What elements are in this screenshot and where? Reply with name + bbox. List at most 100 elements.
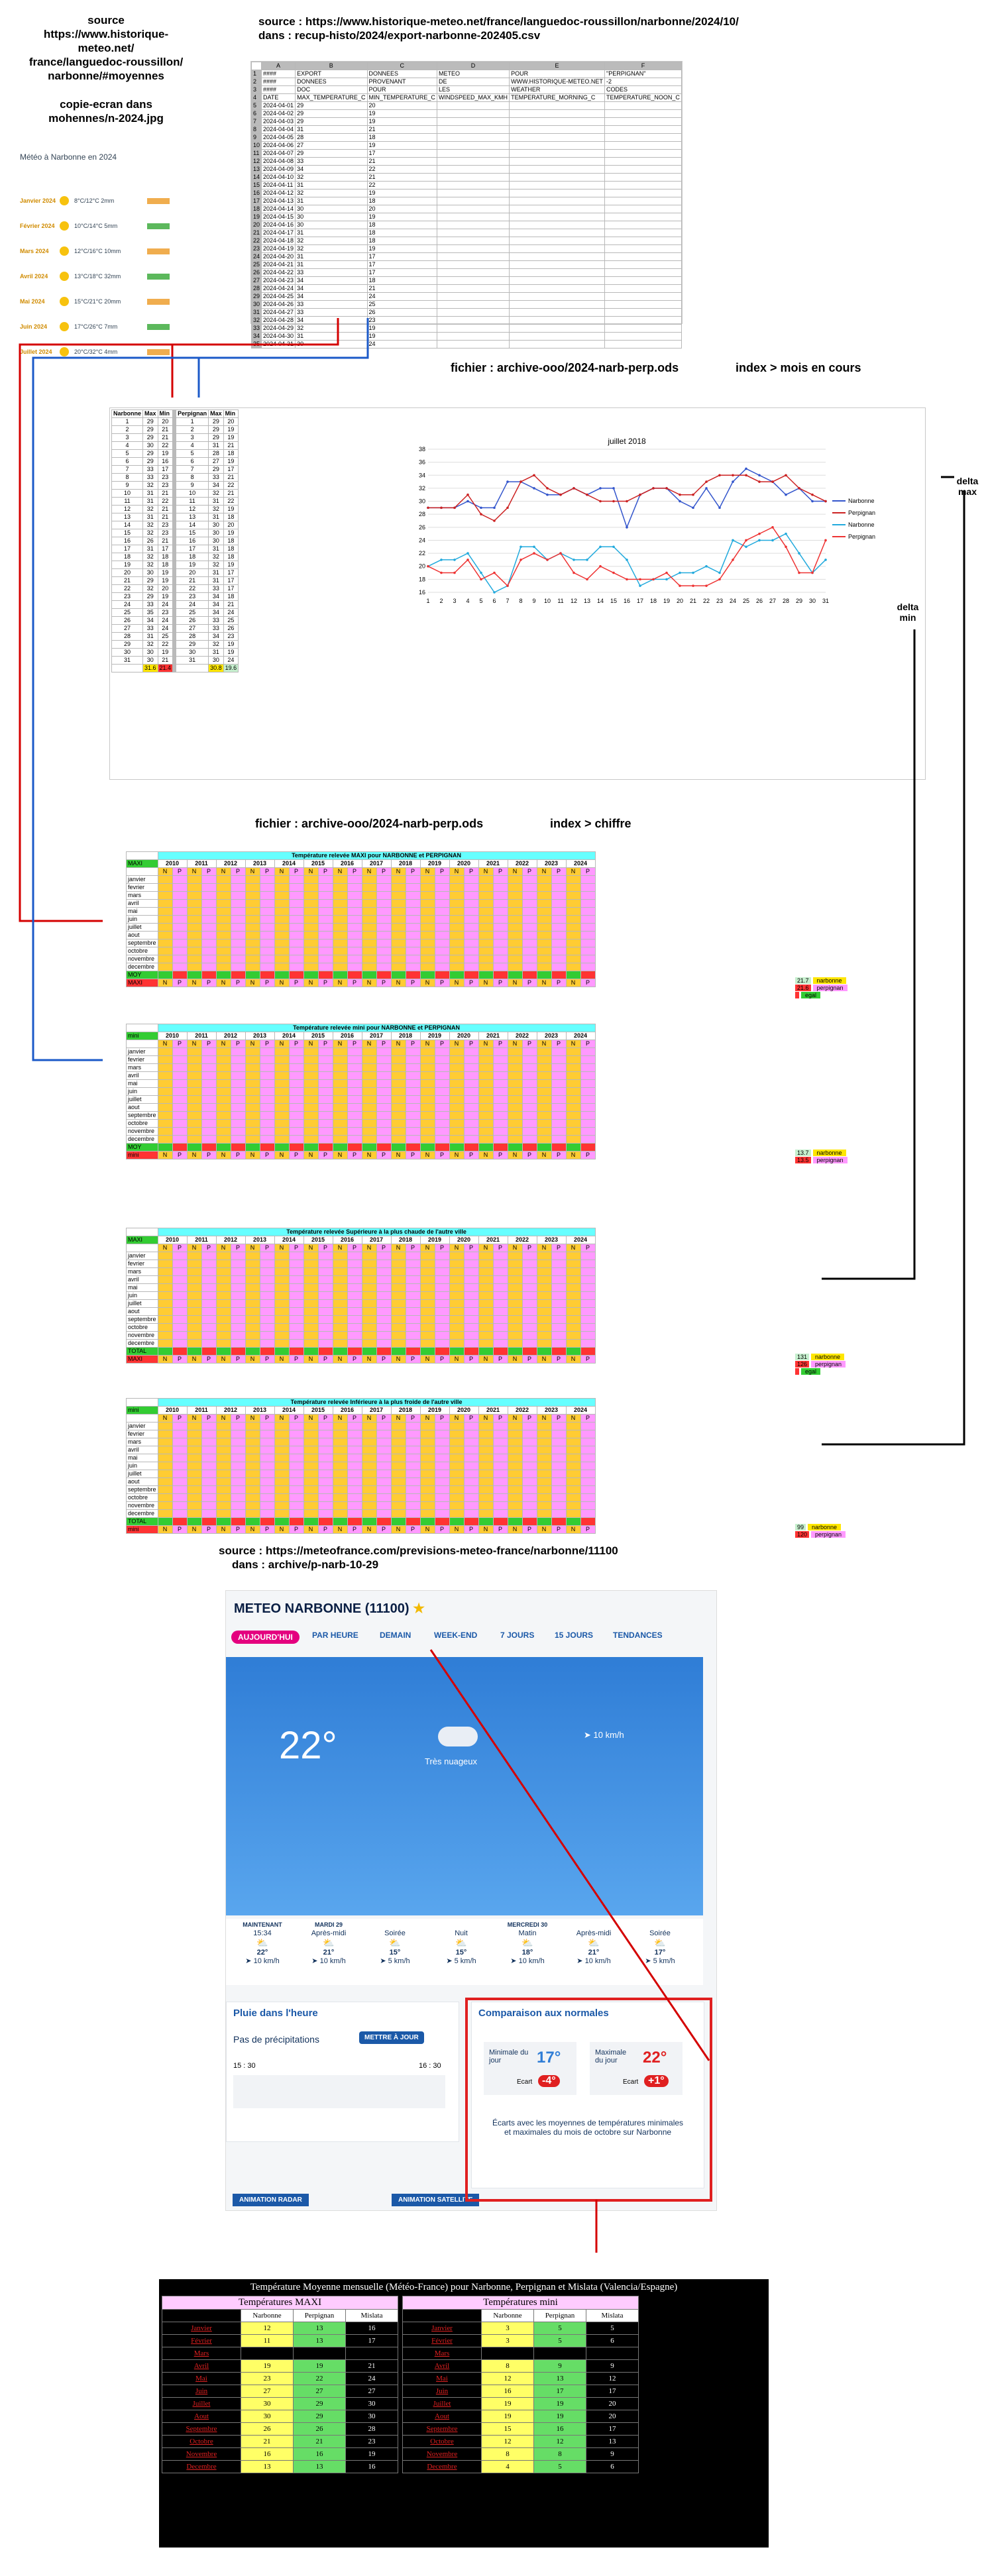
grid-cell	[390, 1470, 406, 1478]
grid-cell	[580, 1331, 596, 1340]
csv-row-num: 2	[250, 78, 262, 86]
forecast-slot[interactable]: Soirée⛅15°➤ 5 km/h	[365, 1921, 425, 1965]
csv-cell	[436, 109, 510, 118]
tab-7-jours[interactable]: 7 JOURS	[500, 1631, 535, 1640]
mini-temps: 17°C/26°C 7mm	[74, 323, 118, 330]
grid-month-row: mars	[126, 1063, 596, 1072]
copy-line: mohennes/n-2024.jpg	[48, 112, 164, 125]
tab-week-end[interactable]: WEEK-END	[434, 1631, 478, 1640]
grid-np: N	[303, 1525, 319, 1534]
grid-cell	[245, 1260, 260, 1268]
grid-cell	[376, 1103, 392, 1112]
grid-cell	[201, 1477, 217, 1486]
data-point	[453, 559, 456, 561]
grid-cell	[332, 1493, 348, 1502]
grid-foot-cell	[201, 1347, 217, 1356]
tab-par-heure[interactable]: PAR HEURE	[312, 1631, 358, 1640]
grid-cell	[405, 915, 421, 924]
grid-cell	[274, 1119, 290, 1128]
forecast-slot[interactable]: Soirée⛅17°➤ 5 km/h	[630, 1921, 690, 1965]
data-point	[692, 493, 694, 496]
grid-cell	[449, 1422, 465, 1430]
csv-cell: 19	[366, 117, 437, 126]
grid-cell	[288, 883, 304, 892]
grid-np: N	[245, 1525, 260, 1534]
grid-cell	[361, 1087, 377, 1096]
black-value: 16	[345, 2322, 398, 2335]
grid-np: P	[434, 1414, 450, 1422]
csv-cell: 2024-04-16	[261, 221, 296, 229]
star-icon[interactable]: ★	[413, 1601, 425, 1616]
current-weather: 22° Très nuageux ➤ 10 km/h	[226, 1657, 703, 1915]
black-month: Juin	[402, 2385, 482, 2398]
grid-cell	[186, 931, 202, 939]
csv-cell	[436, 324, 510, 333]
grid-cell	[405, 1339, 421, 1348]
grid-cell	[317, 1501, 333, 1510]
forecast-day	[630, 1921, 690, 1929]
grid-foot-cell	[157, 1143, 173, 1152]
tab-demain[interactable]: DEMAIN	[380, 1631, 411, 1640]
grid-cell	[565, 1307, 581, 1316]
grid-month: mars	[126, 1438, 158, 1446]
grid-cell	[449, 1493, 465, 1502]
grid-cell	[361, 939, 377, 947]
grid-np: P	[172, 1414, 188, 1422]
refresh-button[interactable]: METTRE À JOUR	[359, 2031, 424, 2044]
forecast-slot[interactable]: Après-midi⛅21°➤ 10 km/h	[564, 1921, 624, 1965]
monthly-cell: 21	[157, 425, 174, 434]
grid-cell	[492, 1485, 508, 1494]
black-blank	[162, 2309, 241, 2322]
grid-cell	[303, 1438, 319, 1446]
grid-cell	[157, 1071, 173, 1080]
grid-cell	[419, 1446, 435, 1454]
grid-cell	[521, 891, 537, 900]
grid-cell	[405, 1055, 421, 1064]
grid-np: P	[230, 1414, 246, 1422]
grid-cell	[317, 899, 333, 908]
grid-cell	[288, 1331, 304, 1340]
grid-cell	[245, 1477, 260, 1486]
radar-button[interactable]: ANIMATION RADAR	[233, 2194, 309, 2206]
tab-15-jours[interactable]: 15 JOURS	[555, 1631, 594, 1640]
csv-cell: 2024-04-05	[261, 133, 296, 142]
grid-np: N	[478, 1040, 494, 1048]
csv-cell	[509, 133, 606, 142]
grid-cell	[536, 1462, 552, 1470]
grid-np: P	[288, 1151, 304, 1159]
grid-cell	[303, 1063, 319, 1072]
grid-month: decembre	[126, 963, 158, 971]
data-point	[427, 506, 429, 510]
grid-foot2: mini	[126, 1525, 158, 1534]
monthly-cell: 22	[157, 497, 174, 506]
mini-badge	[147, 197, 170, 204]
data-point	[573, 487, 575, 490]
monthly-cell: 21	[223, 473, 239, 482]
data-point	[718, 578, 721, 581]
black-month: Octobre	[162, 2435, 241, 2448]
csv-cell	[509, 244, 606, 253]
forecast-wind: ➤ 5 km/h	[446, 1957, 476, 1965]
tab-aujourdhui[interactable]: AUJOURD'HUI	[231, 1631, 300, 1644]
grid-cell	[245, 1509, 260, 1518]
satellite-button[interactable]: ANIMATION SATELLITE	[392, 2194, 480, 2206]
tab-tendances[interactable]: TENDANCES	[613, 1631, 663, 1640]
grid-cell	[419, 963, 435, 971]
grid-cell	[347, 1477, 362, 1486]
csv-cell: 2024-04-01	[261, 101, 296, 110]
grid-cell	[172, 1267, 188, 1276]
csv-cell	[436, 292, 510, 301]
grid-cell	[449, 1111, 465, 1120]
grid-month-row: aout	[126, 1103, 596, 1112]
monthly-cell: 32	[142, 553, 158, 561]
forecast-slot[interactable]: Nuit⛅15°➤ 5 km/h	[431, 1921, 491, 1965]
grid-cell	[259, 1079, 275, 1088]
sun-cloud-icon: ⛅	[654, 1937, 666, 1948]
grid-cell	[317, 1267, 333, 1276]
